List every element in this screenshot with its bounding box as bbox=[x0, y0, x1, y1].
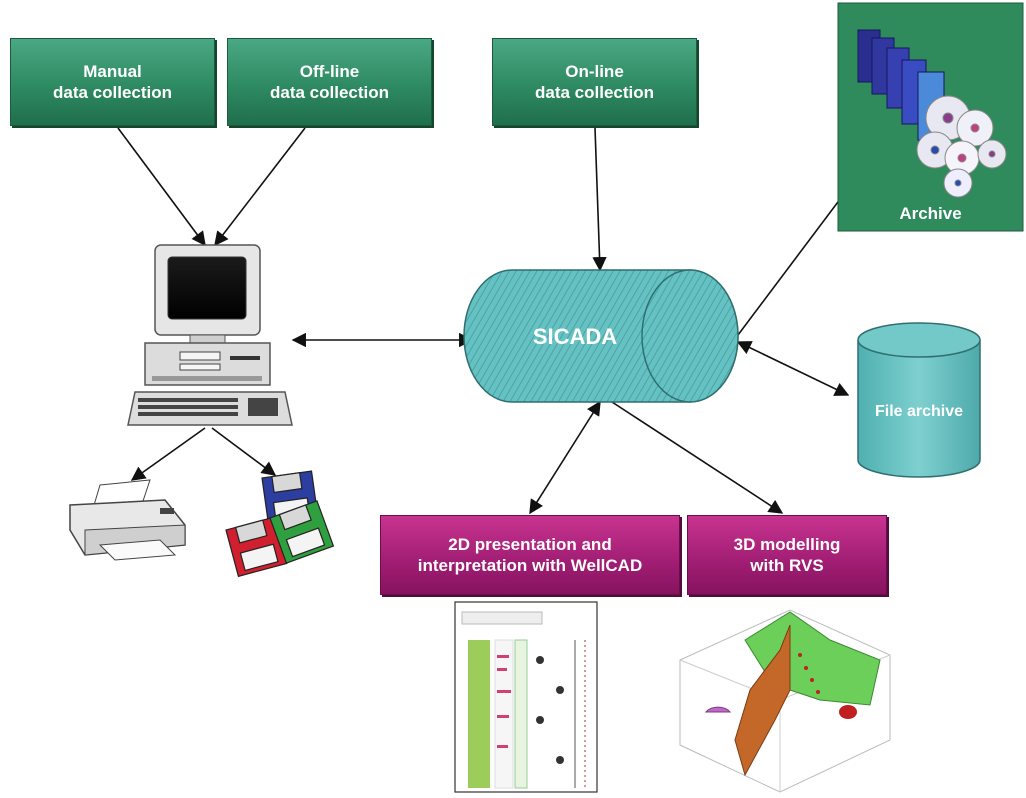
presentation-2d-box: 2D presentation and interpretation with … bbox=[380, 515, 680, 595]
arrow-manual-to-computer bbox=[117, 127, 206, 247]
modelling-3d-box: 3D modelling with RVS bbox=[687, 515, 887, 595]
archive-picture bbox=[837, 2, 1024, 232]
arrow-online-to-sicada bbox=[592, 127, 607, 272]
file-archive-cylinder bbox=[857, 322, 981, 478]
presentation-2d-label: 2D presentation and interpretation with … bbox=[417, 535, 643, 575]
cd-discs-icon bbox=[916, 95, 1007, 198]
online-data-collection-label: On-line data collection bbox=[534, 62, 655, 102]
computer-icon bbox=[127, 244, 293, 426]
online-data-collection-box: On-line data collection bbox=[492, 38, 697, 126]
wellcad-log-image bbox=[454, 601, 598, 793]
sicada-cylinder bbox=[463, 269, 739, 403]
arrow-offline-to-computer bbox=[214, 127, 306, 247]
modelling-3d-label: 3D modelling with RVS bbox=[733, 535, 841, 575]
arrow-sicada-to-3d bbox=[611, 401, 784, 514]
arrow-computer-to-printer bbox=[130, 427, 206, 481]
arrow-computer-to-disks bbox=[211, 427, 277, 476]
rvs-3d-model-image bbox=[679, 609, 891, 793]
printer-icon bbox=[69, 479, 186, 561]
manual-data-collection-box: Manual data collection bbox=[10, 38, 215, 126]
file-archive-label: File archive bbox=[874, 403, 964, 420]
offline-data-collection-label: Off-line data collection bbox=[269, 62, 390, 102]
archive-label: Archive bbox=[899, 204, 962, 223]
offline-data-collection-box: Off-line data collection bbox=[227, 38, 432, 126]
connector-arrows bbox=[117, 127, 893, 515]
manual-data-collection-label: Manual data collection bbox=[52, 62, 173, 102]
sicada-label: SICADA bbox=[532, 324, 618, 349]
floppy-disks-icon bbox=[225, 470, 335, 578]
arrow-sicada-2d bbox=[529, 400, 601, 515]
arrow-sicada-fileaarchive bbox=[736, 341, 850, 396]
